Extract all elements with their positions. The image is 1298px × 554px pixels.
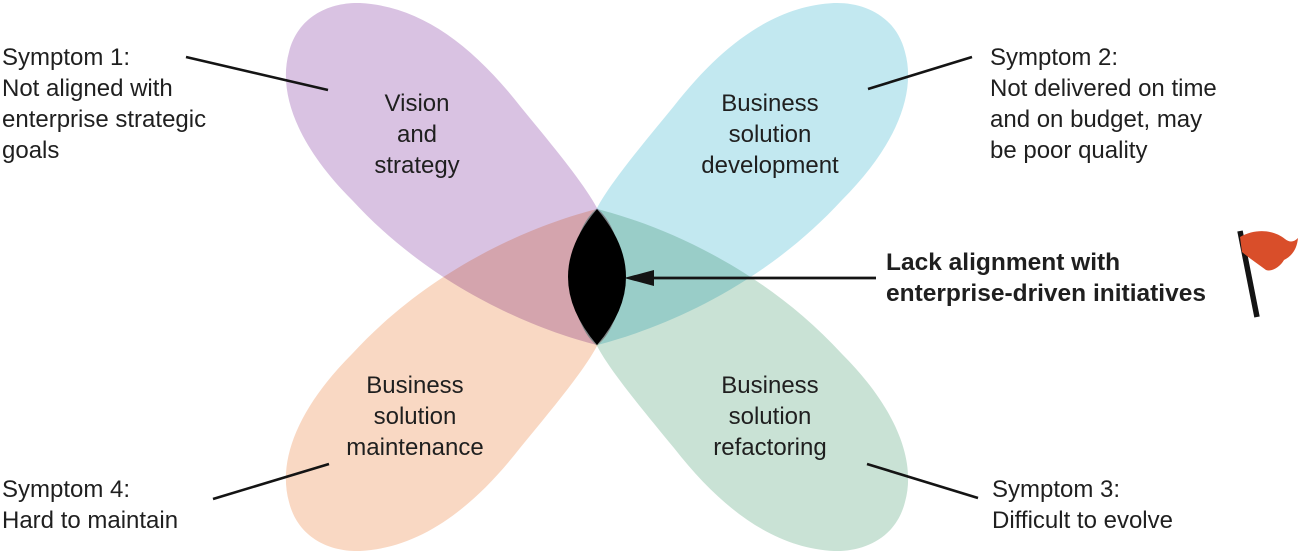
label-vision-and-strategy: Vision and strategy <box>267 88 567 181</box>
callout-line-symptom-4 <box>212 462 330 501</box>
label-line: solution <box>728 403 812 430</box>
center-callout: Lack alignment with enterprise-driven in… <box>886 247 1206 309</box>
label-line: refactoring <box>713 434 827 461</box>
symptom-line: Not aligned with <box>2 75 173 102</box>
core-overlap-lens <box>568 209 626 345</box>
symptom-title: Symptom 3: <box>992 476 1121 503</box>
callout-line-symptom-2 <box>867 55 973 91</box>
label-line: Business <box>721 372 819 399</box>
symptom-4-annotation: Symptom 4: Hard to maintain <box>2 474 178 536</box>
callout-line-symptom-1 <box>185 55 329 92</box>
symptom-line: Difficult to evolve <box>992 507 1173 534</box>
callout-line-1: Lack alignment with <box>886 249 1121 276</box>
flag-pennant <box>1240 231 1298 271</box>
label-line: Business <box>366 372 464 399</box>
label-line: Business <box>721 90 819 117</box>
label-business-solution-refactoring: Business solution refactoring <box>620 370 920 463</box>
symptom-1-annotation: Symptom 1: Not aligned with enterprise s… <box>2 42 206 166</box>
arrow-head-icon <box>624 270 654 286</box>
label-line: Vision <box>384 90 450 117</box>
symptom-line: goals <box>2 137 60 164</box>
symptom-line: be poor quality <box>990 137 1148 164</box>
label-line: solution <box>373 403 457 430</box>
red-flag-icon <box>1237 230 1298 318</box>
label-line: and <box>396 121 438 148</box>
symptom-line: Not delivered on time <box>990 75 1217 102</box>
label-line: development <box>701 152 839 179</box>
symptom-line: enterprise strategic <box>2 106 207 133</box>
symptom-line: Hard to maintain <box>2 507 179 534</box>
symptom-3-annotation: Symptom 3: Difficult to evolve <box>992 474 1173 536</box>
label-line: solution <box>728 121 812 148</box>
callout-line-symptom-3 <box>866 462 979 500</box>
label-line: strategy <box>374 152 460 179</box>
label-business-solution-maintenance: Business solution maintenance <box>265 370 565 463</box>
symptom-line: and on budget, may <box>990 106 1203 133</box>
symptom-title: Symptom 4: <box>2 476 131 503</box>
symptom-title: Symptom 2: <box>990 44 1119 71</box>
label-business-solution-development: Business solution development <box>620 88 920 181</box>
symptom-title: Symptom 1: <box>2 44 131 71</box>
callout-line-2: enterprise-driven initiatives <box>886 280 1206 307</box>
symptom-2-annotation: Symptom 2: Not delivered on time and on … <box>990 42 1217 166</box>
label-line: maintenance <box>346 434 484 461</box>
